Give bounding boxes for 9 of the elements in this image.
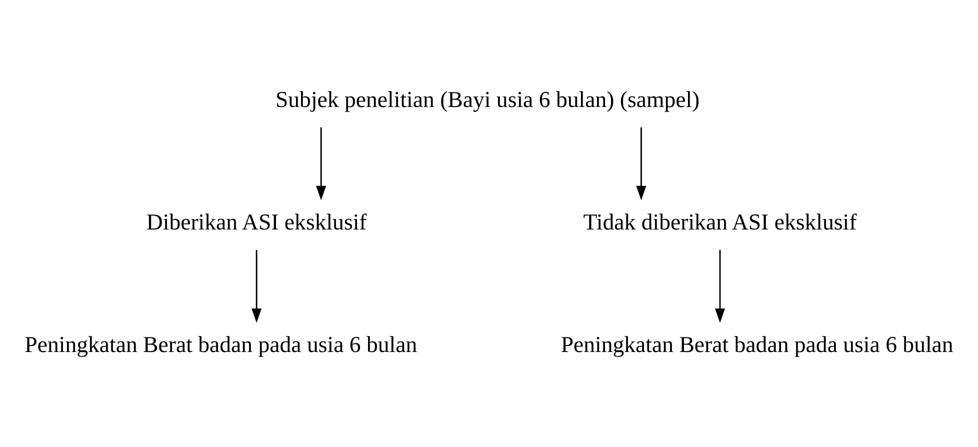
node-text: Peningkatan Berat badan pada usia 6 bulan: [24, 332, 418, 357]
node-text: Peningkatan Berat badan pada usia 6 bulan: [560, 332, 954, 357]
node-text: Diberikan ASI eksklusif: [146, 208, 367, 234]
node-text: Subjek penelitian (Bayi usia 6 bulan) (sampel): [275, 86, 700, 112]
arrow: [252, 250, 262, 322]
arrow: [636, 126, 646, 200]
arrow: [715, 250, 725, 322]
node-text: Tidak diberikan ASI eksklusif: [583, 208, 857, 234]
arrow: [316, 126, 326, 200]
